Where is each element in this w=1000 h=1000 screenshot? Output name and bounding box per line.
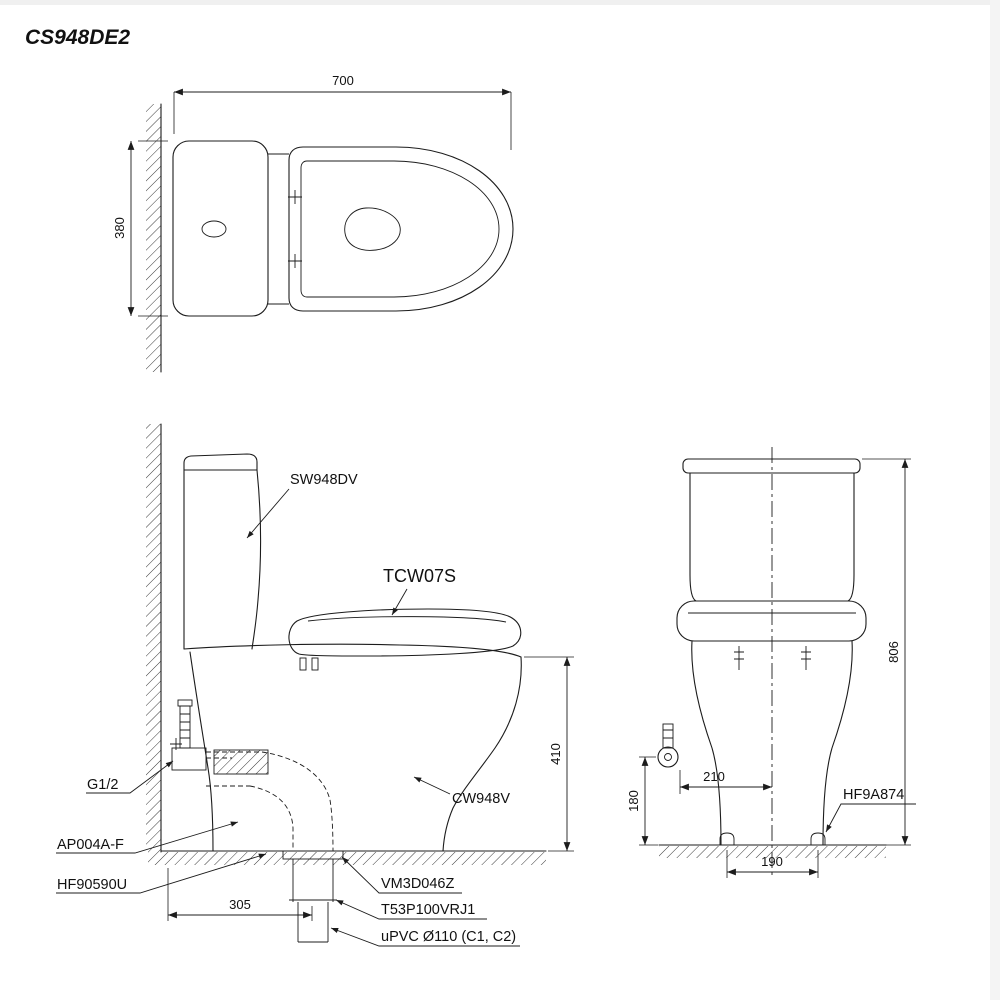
hinge-cross-bottom xyxy=(288,254,302,268)
supply-rod-threads xyxy=(180,713,190,739)
washlet-outline xyxy=(288,608,522,657)
wall-hatch-side xyxy=(146,424,161,852)
top-view: 700 380 xyxy=(112,73,514,373)
floor-hatch-side xyxy=(148,852,546,865)
front-view: 806 180 210 190 HF9A874 xyxy=(626,447,916,878)
trap-outer-curve xyxy=(261,751,334,852)
supply-stub xyxy=(662,723,674,749)
seat-lid-outer xyxy=(288,146,514,312)
dim-305-label: 305 xyxy=(229,897,251,912)
bowl-deck xyxy=(183,643,522,658)
supply-stub-threads xyxy=(663,729,673,739)
supply-cap xyxy=(177,699,193,707)
leader-angle-valve xyxy=(56,821,239,854)
angle-valve-body xyxy=(171,747,207,771)
dim-180-label: 180 xyxy=(626,790,641,812)
dim-410-label: 410 xyxy=(548,743,563,765)
body-right-profile xyxy=(822,640,853,846)
leader-cap xyxy=(825,803,916,833)
angle-valve-handle xyxy=(170,738,182,750)
tank-top-outline xyxy=(172,140,269,317)
dim-190-label: 190 xyxy=(761,854,783,869)
washlet-fitting-1 xyxy=(299,657,307,671)
label-angle-valve: AP004A-F xyxy=(57,837,124,853)
drain-pipe xyxy=(297,902,329,943)
leader-joint xyxy=(335,899,487,920)
label-hose: HF90590U xyxy=(57,877,127,893)
leader-hose xyxy=(56,853,267,894)
page-right-edge xyxy=(990,0,1000,1000)
label-supply: G1/2 xyxy=(87,777,118,793)
side-view: 410 305 SW948DV TCW07S CW948V G1/2 AP004… xyxy=(56,423,574,947)
seat-front xyxy=(676,600,867,642)
dim-806-label: 806 xyxy=(886,641,901,663)
washlet-fitting-2 xyxy=(311,657,319,671)
bowl-front-profile xyxy=(442,656,522,852)
supply-stop-inner xyxy=(664,753,672,761)
leader-washlet xyxy=(391,588,408,616)
label-joint: T53P100VRJ1 xyxy=(381,902,475,918)
label-washlet: TCW07S xyxy=(383,566,456,586)
leader-supply xyxy=(86,760,174,794)
leader-tank xyxy=(246,488,290,539)
label-pipe: uPVC Ø110 (C1, C2) xyxy=(381,929,516,945)
page-top-edge xyxy=(0,0,1000,5)
drawing-title: CS948DE2 xyxy=(25,26,130,49)
bowl-back-profile xyxy=(189,651,214,852)
label-tank: SW948DV xyxy=(290,472,358,488)
flush-button xyxy=(201,220,227,238)
dim-700-label: 700 xyxy=(332,73,354,88)
washlet-lid-crease xyxy=(307,616,507,623)
leader-pipe xyxy=(330,927,520,947)
label-bowl: CW948V xyxy=(452,791,510,807)
drain-joint xyxy=(289,859,337,902)
mounting-block xyxy=(213,749,269,775)
trap-hidden-lines xyxy=(206,751,262,787)
dim-210-label: 210 xyxy=(703,769,725,784)
tank-lid-side xyxy=(183,453,258,471)
bolt-cap-left xyxy=(716,832,738,846)
wall-hatch xyxy=(146,104,161,372)
floor-flange xyxy=(282,850,344,860)
floor-hatch-front xyxy=(659,846,886,858)
tank-body-side xyxy=(183,469,262,650)
bolt-cap-right xyxy=(807,832,829,846)
water-spot xyxy=(344,207,401,251)
seat-lid-inner xyxy=(300,160,500,298)
supply-stop-outer xyxy=(657,746,679,768)
dim-380-label: 380 xyxy=(112,217,127,239)
supply-rod xyxy=(179,705,191,749)
label-cap: HF9A874 xyxy=(843,787,904,803)
trap-inner-curve xyxy=(249,785,294,851)
leader-flange xyxy=(341,856,462,894)
hinge-cross-top xyxy=(288,190,302,204)
hinge-bolt-right xyxy=(801,646,811,670)
body-left-profile xyxy=(691,640,722,846)
tank-lid-front xyxy=(682,458,861,474)
leader-bowl xyxy=(413,776,451,795)
label-flange: VM3D046Z xyxy=(381,876,454,892)
hinge-bolt-left xyxy=(734,646,744,670)
